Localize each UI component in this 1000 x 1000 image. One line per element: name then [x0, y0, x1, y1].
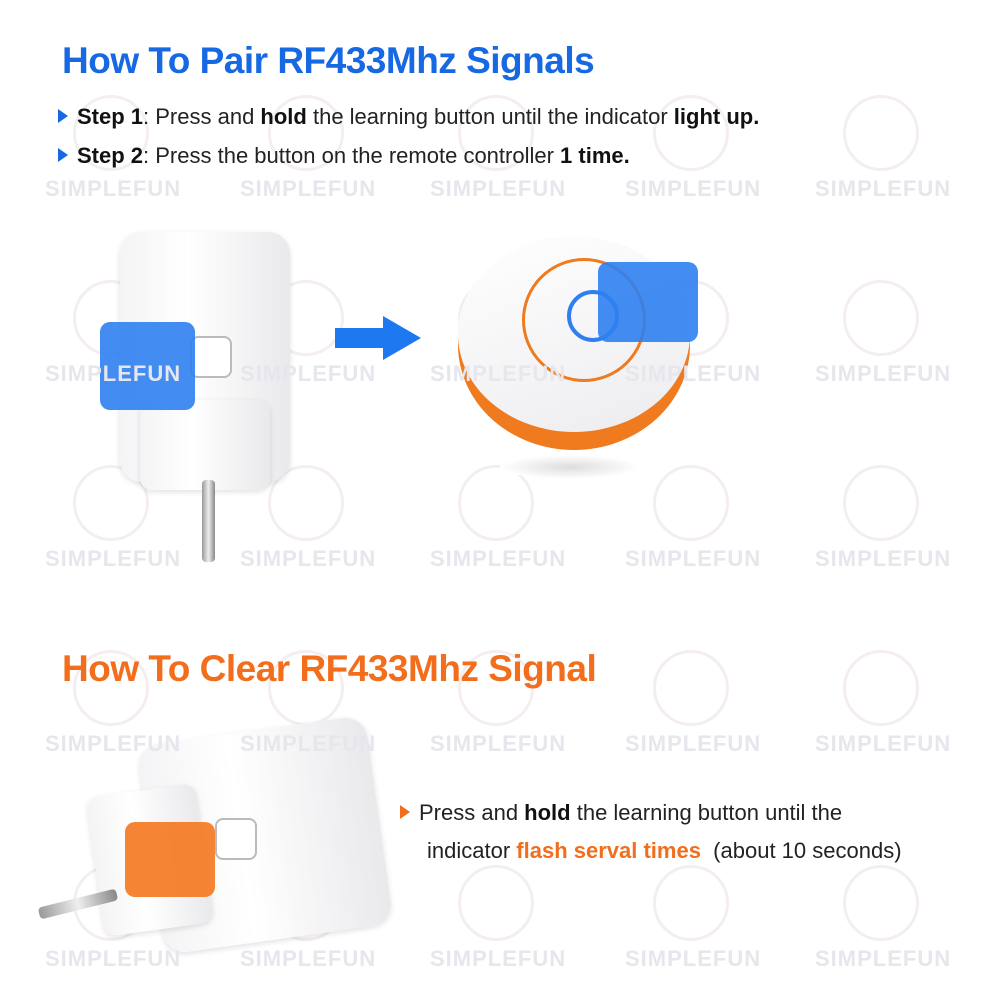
watermark-text: SIMPLEFUN: [430, 946, 567, 971]
watermark-text: SIMPLEFUN: [625, 546, 762, 571]
watermark-logo: [268, 465, 344, 541]
learning-button: [215, 818, 257, 860]
watermark-text: SIMPLEFUN: [45, 946, 182, 971]
watermark-text: SIMPLEFUN: [45, 361, 182, 386]
watermark-text: SIMPLEFUN: [45, 546, 182, 571]
watermark-text: SIMPLEFUN: [430, 176, 567, 201]
learning-button: [190, 336, 232, 378]
watermark-text: SIMPLEFUN: [240, 946, 377, 971]
watermark-text: SIMPLEFUN: [815, 546, 952, 571]
clear-instruction-line-1: Press and hold the learning button until…: [400, 800, 842, 826]
watermark-text: SIMPLEFUN: [430, 731, 567, 756]
pair-title: How To Pair RF433Mhz Signals: [62, 40, 595, 81]
watermark-text: SIMPLEFUN: [240, 546, 377, 571]
watermark-text: SIMPLEFUN: [815, 946, 952, 971]
watermark-logo: [843, 465, 919, 541]
watermark-logo: [268, 95, 344, 171]
watermark-text: SIMPLEFUN: [430, 546, 567, 571]
watermark-logo: [73, 95, 149, 171]
watermark-text: SIMPLEFUN: [625, 176, 762, 201]
watermark-logo: [458, 650, 534, 726]
watermark-logo: [843, 280, 919, 356]
watermark-text: SIMPLEFUN: [815, 176, 952, 201]
watermark-text: SIMPLEFUN: [625, 946, 762, 971]
watermark-text: SIMPLEFUN: [625, 361, 762, 386]
triangle-bullet-icon: [58, 109, 68, 123]
step-2: Step 2: Press the button on the remote c…: [58, 143, 630, 169]
watermark-text: SIMPLEFUN: [815, 361, 952, 386]
watermark-text: SIMPLEFUN: [45, 176, 182, 201]
watermark-logo: [458, 465, 534, 541]
triangle-bullet-icon: [400, 805, 410, 819]
step-1: Step 1: Press and hold the learning butt…: [58, 104, 759, 130]
clear-instruction-line-2: indicator flash serval times (about 10 s…: [427, 838, 902, 863]
watermark-logo: [653, 465, 729, 541]
watermark-logo: [843, 865, 919, 941]
hand-pointer-icon: [100, 322, 195, 410]
watermark-text: SIMPLEFUN: [625, 731, 762, 756]
hand-pointer-icon: [598, 262, 698, 342]
watermark-logo: [843, 650, 919, 726]
clear-title: How To Clear RF433Mhz Signal: [62, 648, 597, 689]
watermark-logo: [458, 865, 534, 941]
watermark-text: SIMPLEFUN: [240, 176, 377, 201]
triangle-bullet-icon: [58, 148, 68, 162]
watermark-logo: [653, 95, 729, 171]
watermark-logo: [73, 465, 149, 541]
watermark-text: SIMPLEFUN: [430, 361, 567, 386]
watermark-logo: [653, 865, 729, 941]
watermark-text: SIMPLEFUN: [240, 731, 377, 756]
watermark-text: SIMPLEFUN: [240, 361, 377, 386]
watermark-text: SIMPLEFUN: [45, 731, 182, 756]
hand-pointer-icon: [125, 822, 215, 897]
watermark-logo: [458, 95, 534, 171]
watermark-logo: [843, 95, 919, 171]
watermark-logo: [653, 650, 729, 726]
watermark-logo: [73, 650, 149, 726]
watermark-text: SIMPLEFUN: [815, 731, 952, 756]
